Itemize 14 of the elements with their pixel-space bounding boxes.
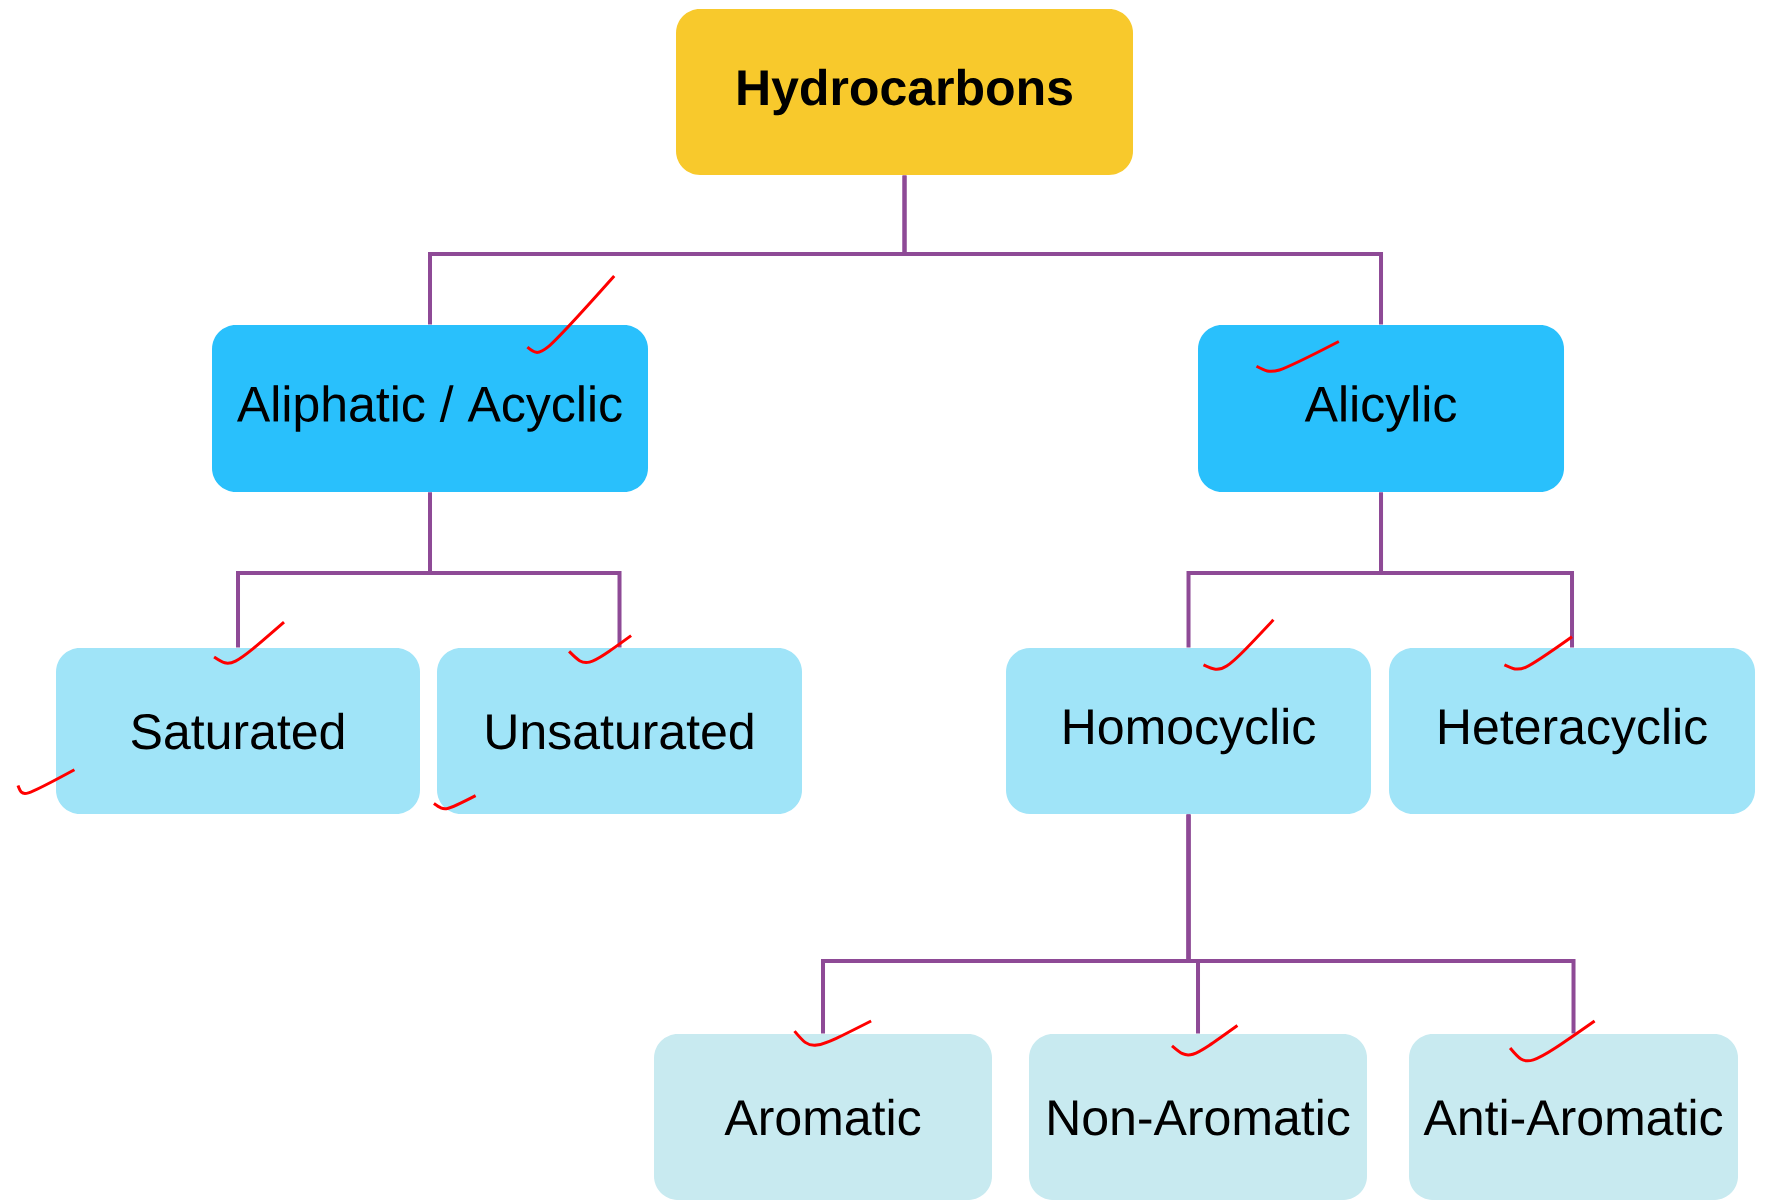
- category-box: Hydrocarbons: [676, 9, 1133, 175]
- category-box: Alicylic: [1198, 325, 1564, 492]
- category-box: Saturated: [56, 648, 420, 814]
- category-box: Homocyclic: [1006, 648, 1371, 814]
- category-box: Anti-Aromatic: [1409, 1034, 1738, 1200]
- category-box: Heteracyclic: [1389, 648, 1755, 814]
- category-box: Aliphatic / Acyclic: [212, 325, 648, 492]
- category-box: Unsaturated: [437, 648, 802, 814]
- connector-line: [902, 175, 1383, 325]
- connector-line: [1379, 492, 1574, 648]
- connector-line: [1186, 814, 1576, 1034]
- connector-line: [428, 492, 622, 648]
- category-box: Non-Aromatic: [1029, 1034, 1367, 1200]
- category-box: Aromatic: [654, 1034, 992, 1200]
